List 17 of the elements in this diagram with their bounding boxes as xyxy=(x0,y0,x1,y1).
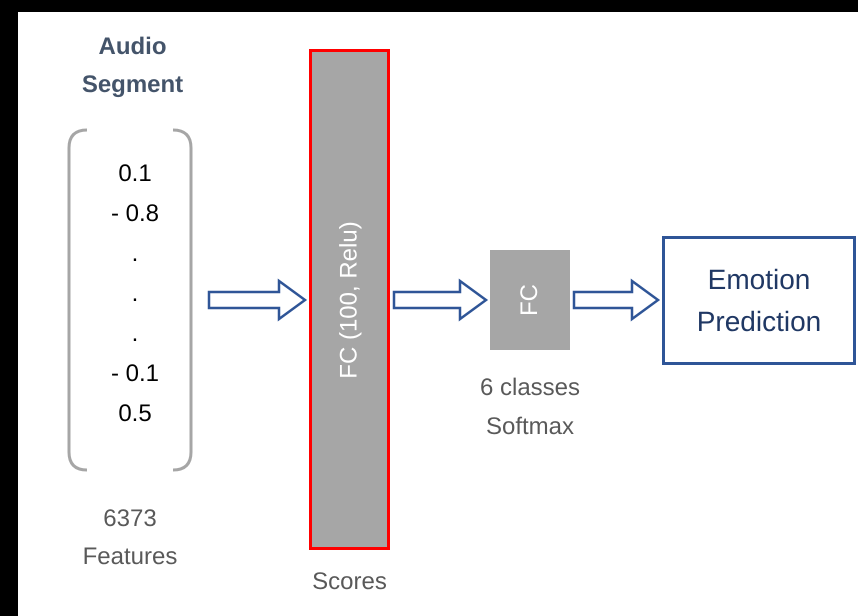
layer-caption: Scores xyxy=(312,567,387,597)
output-box: Emotion Prediction xyxy=(662,236,856,365)
dense-layer-bar: FC (100, Relu) xyxy=(309,49,390,550)
dense-layer-box: FC xyxy=(490,250,570,350)
block-arrow xyxy=(208,278,308,322)
layer-caption: 6 classes Softmax xyxy=(478,373,582,442)
vector-value: 0.5 xyxy=(118,399,152,429)
vector-value: - 0.1 xyxy=(110,359,160,389)
vector-heading: Audio Segment xyxy=(80,32,184,100)
vector-value: - 0.8 xyxy=(110,199,160,229)
block-arrow xyxy=(572,278,660,322)
vector-value: . xyxy=(132,239,138,269)
block-arrow xyxy=(392,278,488,322)
vector-value: . xyxy=(132,319,138,349)
vector-value: . xyxy=(132,279,138,309)
feature-count-caption: 6373 Features xyxy=(82,504,178,572)
vector-value: 0.1 xyxy=(118,159,152,189)
